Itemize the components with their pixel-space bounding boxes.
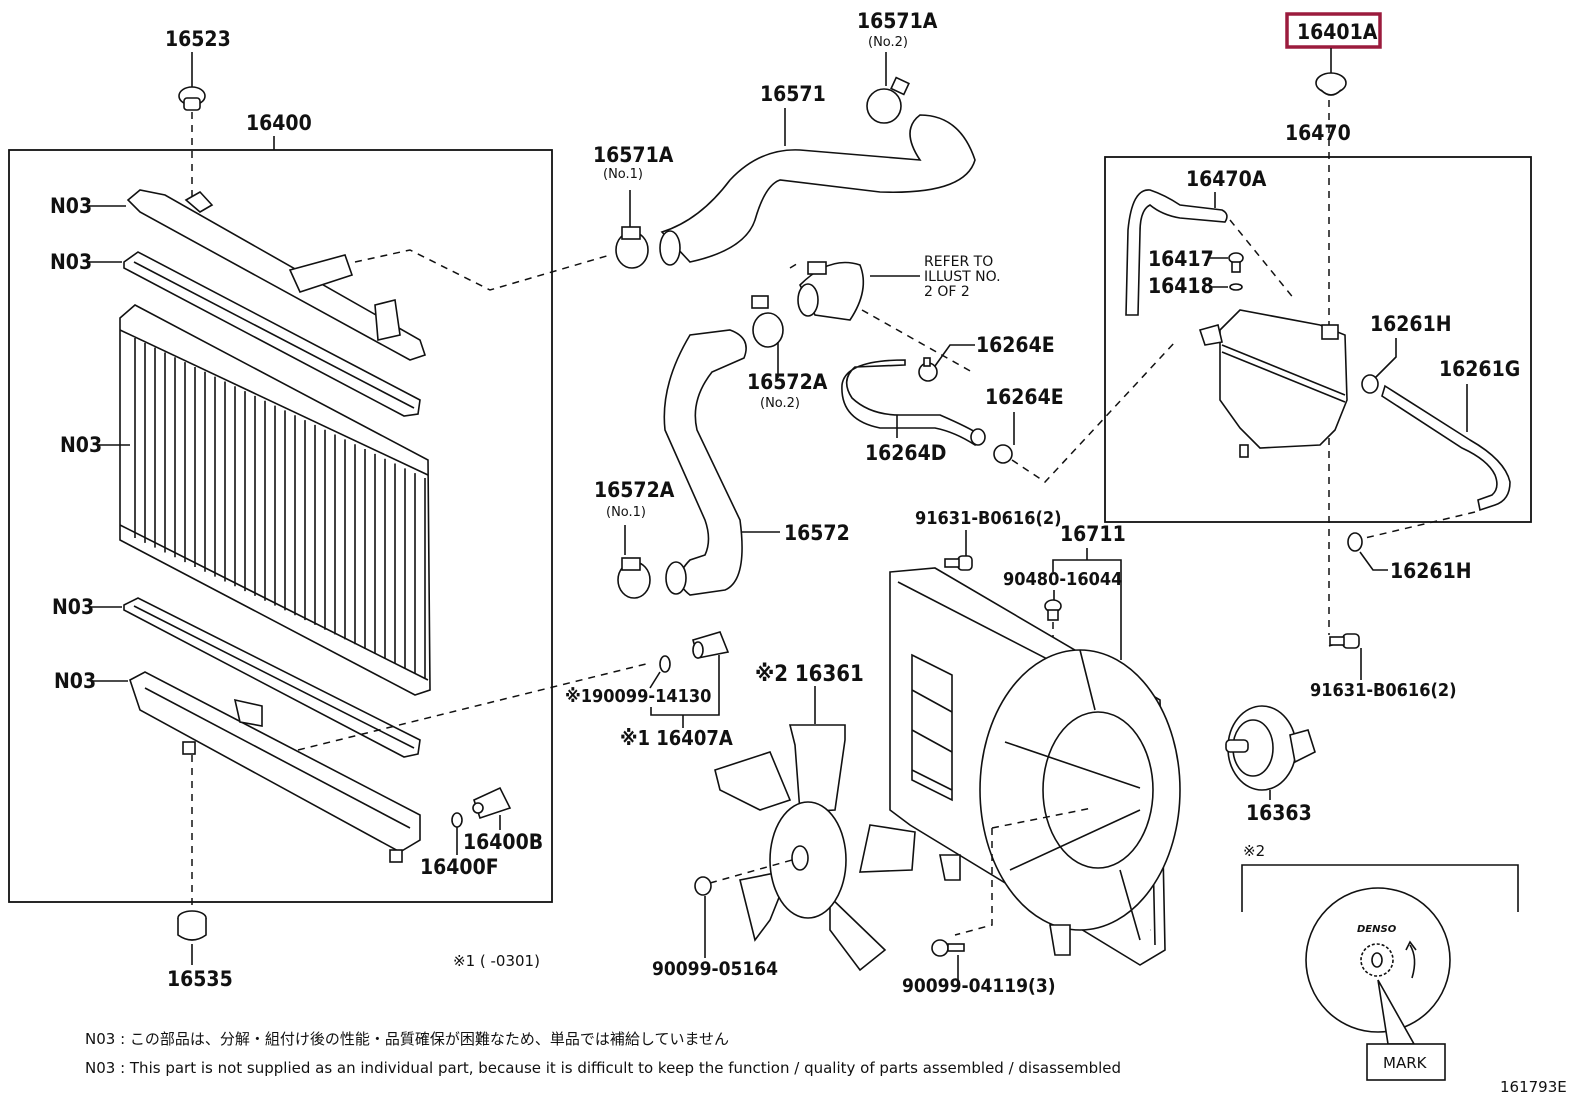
part-label-16363[interactable]: 16363 — [1246, 801, 1312, 825]
drain-o-ring-16400f — [451, 812, 463, 828]
reservoir-cap-16401a — [1315, 72, 1347, 96]
part-label-90099-04119[interactable]: 90099-04119(3) — [902, 975, 1056, 997]
part-label-16261g[interactable]: 16261G — [1439, 357, 1520, 381]
part-sublabel-16572a-no1: (No.1) — [606, 505, 646, 520]
bypass-hose-16264d — [841, 359, 982, 447]
part-label-16572a-no1[interactable]: 16572A — [594, 478, 675, 502]
cooling-fan-16361 — [714, 724, 916, 972]
part-label-16400b[interactable]: 16400B — [463, 830, 543, 854]
radiator-support-16535 — [177, 910, 207, 941]
part-label-90480-16044[interactable]: 90480-16044 — [1003, 569, 1122, 590]
part-label-16572a-no2[interactable]: 16572A — [747, 370, 828, 394]
part-label-16401a[interactable]: 16401A — [1297, 20, 1378, 44]
shroud-bolt-90099-04119 — [931, 939, 965, 957]
upper-radiator-hose-16571 — [660, 114, 976, 263]
part-label-16711[interactable]: 16711 — [1060, 522, 1126, 546]
note-n03-japanese: N03 : この部品は、分解・組付け後の性能・品質確保が困難なため、単品では補給… — [85, 1030, 729, 1048]
water-outlet-housing — [797, 261, 865, 321]
radiator-group-frame — [8, 149, 553, 903]
upper-tank — [126, 189, 427, 361]
part-label-91631-b0616-right[interactable]: 91631-B0616(2) — [1310, 680, 1457, 701]
part-label-16572[interactable]: 16572 — [784, 521, 850, 545]
part-label-n03-lower-tank[interactable]: N03 — [54, 669, 96, 693]
part-label-16523[interactable]: 16523 — [165, 27, 231, 51]
part-label-16535[interactable]: 16535 — [167, 967, 233, 991]
figure-id: 161793E — [1500, 1078, 1567, 1096]
part-label-16361[interactable]: ※2 16361 — [755, 662, 864, 687]
mark-callout-box — [1366, 1043, 1446, 1081]
shroud-grommet-90480 — [1044, 599, 1062, 621]
denso-logo: DENSO — [1357, 924, 1397, 935]
hose-clamp-16571a-no2 — [866, 76, 910, 124]
radiator-core — [119, 304, 431, 696]
fan-nut-90099-05164 — [694, 876, 712, 896]
part-label-16400f[interactable]: 16400F — [420, 855, 499, 879]
part-label-91631-b0616-left[interactable]: 91631-B0616(2) — [915, 508, 1062, 529]
part-label-16264d[interactable]: 16264D — [865, 441, 946, 465]
hose-clamp-16264e-upper — [918, 357, 938, 382]
part-label-90099-05164[interactable]: 90099-05164 — [652, 958, 778, 980]
part-label-16470[interactable]: 16470 — [1285, 121, 1351, 145]
reservoir-bolt-91631 — [1329, 633, 1360, 649]
part-label-16418[interactable]: 16418 — [1148, 274, 1214, 298]
detail-bracket — [1241, 864, 1519, 912]
hose-clamp-16572a-no1 — [617, 557, 651, 599]
hose-clamp-16572a-no2 — [751, 295, 784, 348]
part-label-16417[interactable]: 16417 — [1148, 247, 1214, 271]
reservoir-tank-16470 — [1198, 309, 1348, 458]
part-label-n03-core[interactable]: N03 — [60, 433, 102, 457]
part-label-n03-upper-tank[interactable]: N03 — [50, 194, 92, 218]
fan-motor-16363 — [1225, 705, 1316, 791]
radiator-assembly-group: 16400 16523 N03 N03 N03 — [8, 27, 553, 910]
refer-note-line1: REFER TO — [924, 254, 993, 270]
reservoir-hose-16470a — [1125, 189, 1228, 316]
hose-clamp-16261h-upper — [1361, 374, 1379, 394]
hose-clamp-16261h-lower — [1347, 532, 1363, 552]
fan-shroud-16711 — [889, 567, 1181, 966]
detail-note-mark: ※2 — [1243, 842, 1265, 860]
reservoir-bolt-16417 — [1228, 252, 1244, 273]
part-label-16571a-no1[interactable]: 16571A — [593, 143, 674, 167]
part-label-16400[interactable]: 16400 — [246, 111, 312, 135]
o-ring-90099-14130 — [659, 655, 671, 673]
rotation-arrow-icon — [1405, 940, 1417, 979]
part-label-16571[interactable]: 16571 — [760, 82, 826, 106]
part-label-16261h-lower[interactable]: 16261H — [1390, 559, 1472, 583]
part-sublabel-16572a-no2: (No.2) — [760, 396, 800, 411]
part-label-16571a-no2[interactable]: 16571A — [857, 9, 938, 33]
part-label-n03-upper-gasket[interactable]: N03 — [50, 250, 92, 274]
fan-hub-detail: DENSO — [1305, 887, 1451, 1045]
reservoir-gasket-16418 — [1229, 283, 1243, 291]
note-n03-english: N03 : This part is not supplied as an in… — [85, 1059, 1121, 1077]
reservoir-group-frame — [1104, 156, 1532, 523]
part-label-16264e-lower[interactable]: 16264E — [985, 385, 1064, 409]
radiator-cap-16523 — [178, 86, 206, 111]
part-label-16407a[interactable]: ※1 16407A — [620, 726, 733, 750]
refer-note-line3: 2 OF 2 — [924, 284, 970, 300]
model-date-note: ※1 ( -0301) — [453, 952, 540, 970]
hose-clamp-16571a-no1 — [615, 226, 649, 269]
overflow-hose-16261g — [1381, 384, 1511, 512]
mark-callout-label: MARK — [1383, 1054, 1428, 1072]
lower-tank — [129, 671, 421, 863]
part-sublabel-16571a-no2: (No.2) — [868, 35, 908, 50]
thermo-switch-16407a — [692, 631, 730, 659]
lower-radiator-hose-16572 — [663, 329, 747, 596]
shroud-bolt-91631 — [944, 555, 973, 571]
part-label-16264e-upper[interactable]: 16264E — [976, 333, 1055, 357]
highlighted-part-frame — [1285, 12, 1382, 49]
refer-note-line2: ILLUST NO. — [924, 269, 1001, 285]
part-sublabel-16571a-no1: (No.1) — [603, 167, 643, 182]
part-label-16261h-upper[interactable]: 16261H — [1370, 312, 1452, 336]
part-label-16470a[interactable]: 16470A — [1186, 167, 1267, 191]
hose-clamp-16264e-lower — [993, 444, 1013, 464]
part-label-90099-14130[interactable]: ※190099-14130 — [565, 686, 711, 707]
drain-cock-16400b — [472, 786, 512, 820]
part-label-n03-lower-gasket[interactable]: N03 — [52, 595, 94, 619]
